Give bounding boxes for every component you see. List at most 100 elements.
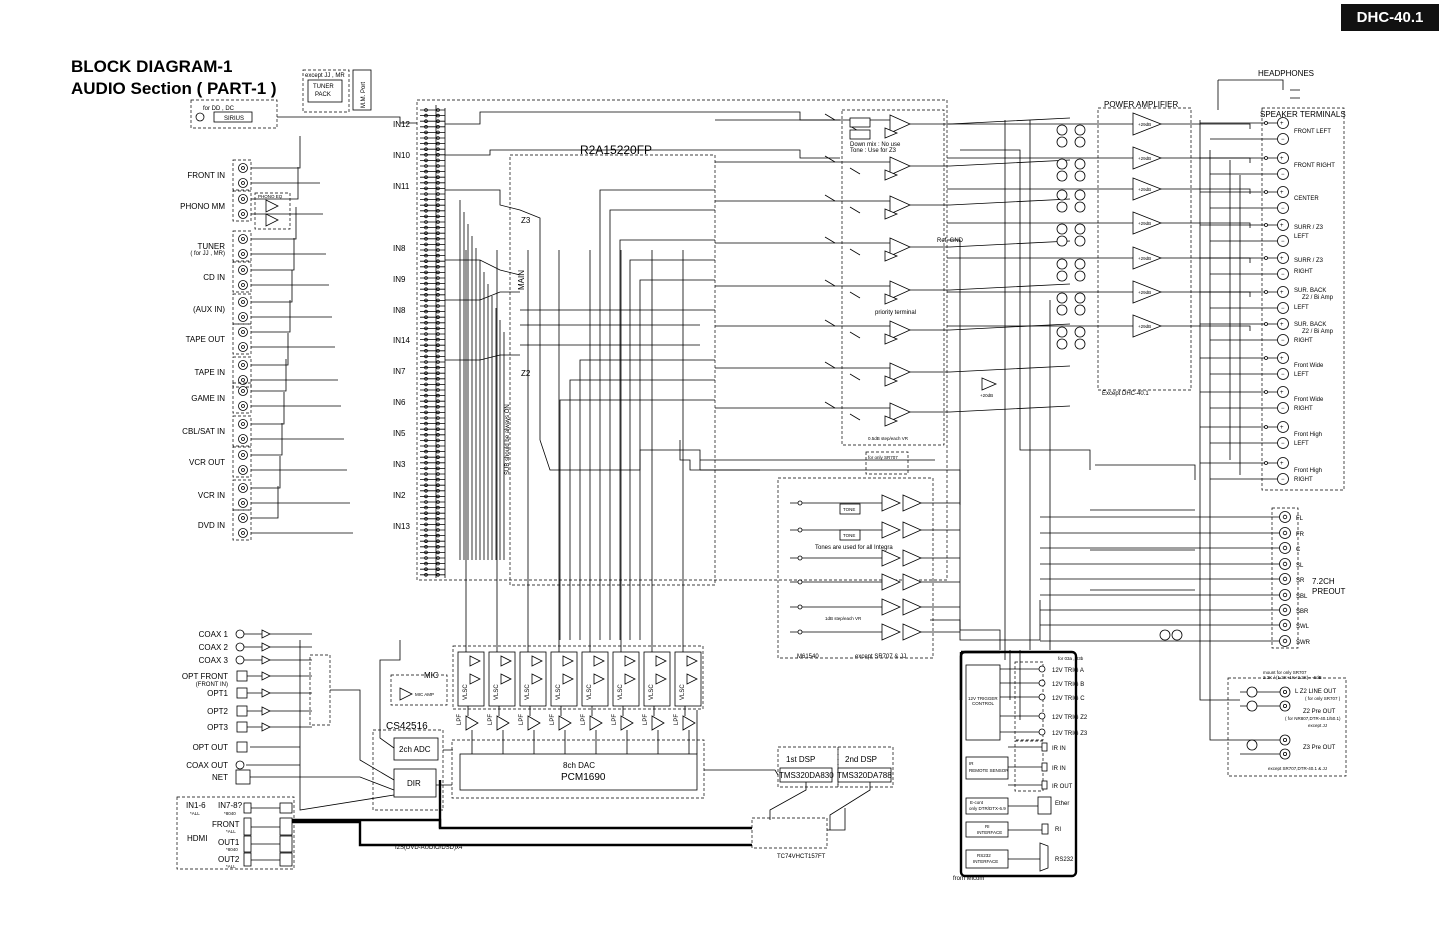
ri-label: RI (1055, 827, 1061, 833)
rca-pin (241, 437, 245, 441)
wire (769, 782, 871, 830)
preout-label: C (1296, 547, 1301, 553)
node (797, 579, 803, 585)
tuner-note: except JJ , MR (305, 73, 345, 79)
selector-in-label: IN2 (393, 491, 406, 500)
sirius-note: for DD , DC (203, 106, 235, 112)
opt-buffer (261, 688, 271, 698)
speaker-label: LEFT (1294, 441, 1309, 447)
hdmi-out2: OUT2 (218, 855, 240, 864)
trigger-jack (1038, 679, 1046, 687)
speaker-label: SURR / Z3 (1294, 258, 1324, 264)
dir-label: DIR (407, 779, 421, 788)
trigger-control-1: 12V TRIGGER (968, 696, 998, 701)
input-label: (AUX IN) (193, 305, 225, 314)
speaker-label: Z2 / Bi Amp (1302, 295, 1334, 301)
wire (558, 250, 566, 754)
zone-step-note: 1dB step/each VR (825, 616, 862, 621)
vlsc-amp (624, 655, 636, 667)
mux-label: TC74VHCT157FT (777, 854, 826, 860)
input-jack-frame (232, 509, 252, 541)
speaker-label: LEFT (1294, 234, 1309, 240)
sirius-label: SIRIUS (224, 116, 244, 122)
lpf-label: LPF (612, 714, 618, 725)
power-amp-gain: +29dB (1138, 187, 1151, 192)
pcm-label: PCM1690 (561, 772, 606, 783)
rca-pin (241, 212, 245, 216)
rca-pin (241, 300, 245, 304)
preout-label: SL (1296, 563, 1304, 569)
tone-amp (889, 402, 911, 422)
wire (251, 359, 287, 392)
hdmi-port (243, 817, 252, 836)
speaker-plus (1277, 421, 1289, 433)
zone-tone-1 (839, 503, 861, 515)
wire (379, 640, 401, 749)
zone-amps (700, 459, 961, 641)
ir-label: IR OUT (1052, 784, 1073, 790)
input-jack-frame (232, 293, 252, 325)
dsp1-label: 1st DSP (786, 755, 815, 764)
transistor (1056, 338, 1068, 350)
buffer-amp (884, 250, 899, 262)
tuner-pack-2: PACK (315, 92, 331, 98)
selector-frame (416, 99, 948, 581)
trigger-label: 12V TRIG Z3 (1052, 731, 1088, 737)
speaker-terminals-title: SPEAKER TERMINALS (1260, 110, 1346, 119)
node (1264, 121, 1268, 125)
rs232-jack (1039, 842, 1049, 872)
sirius-block (213, 111, 253, 123)
ir-sensor-1: IR (969, 761, 974, 766)
ri-if-2: INTERFACE (977, 830, 1002, 835)
zone-out-pin (1283, 738, 1288, 743)
vlsc-amp (655, 673, 667, 685)
vlsc-label: VLSC (556, 684, 562, 700)
wire (700, 459, 961, 505)
tone-frame (841, 109, 945, 446)
wire (445, 149, 840, 159)
transistor (1074, 270, 1086, 282)
hdmi-8040: *8040 (224, 811, 236, 816)
wire (824, 361, 861, 381)
speaker-label: SUR. BACK (1294, 322, 1326, 328)
preout-pin (1282, 545, 1288, 551)
speaker-minus (1277, 202, 1289, 214)
preout-label: SWR (1296, 640, 1311, 646)
selector-input-labels: IN12IN10IN11IN8IN9IN8IN14IN7IN6IN5IN3IN2… (393, 120, 410, 531)
opt-buffer (261, 722, 271, 732)
vlsc-amp (686, 655, 698, 667)
opt-label: OPT1 (207, 689, 228, 698)
transistor (1074, 304, 1086, 316)
trigger-jack (1038, 665, 1046, 673)
zone-amp (902, 521, 922, 539)
speaker-plus (1277, 152, 1289, 164)
node (1264, 390, 1268, 394)
ir-frame (1014, 740, 1044, 792)
minus-sign: − (1281, 206, 1285, 212)
input-label: DVD IN (198, 521, 225, 530)
node (1264, 190, 1268, 194)
zone-out-pin (1283, 690, 1288, 695)
lpf-label: LPF (457, 714, 463, 725)
rca-pin (241, 237, 245, 241)
lpf-amp (558, 715, 572, 731)
trigger-jack (1038, 728, 1046, 736)
wire (1090, 464, 1196, 591)
transistor (1074, 223, 1086, 235)
coax-out-label: COAX OUT (186, 761, 228, 770)
vlsc-label: VLSC (463, 684, 469, 700)
speaker-label: SUR. BACK (1294, 288, 1326, 294)
plus-sign: + (1280, 156, 1284, 162)
hdmi-out1: OUT1 (218, 838, 240, 847)
wire (1200, 122, 1277, 140)
zone-out-pin (1283, 704, 1288, 709)
transistor (1074, 258, 1086, 270)
input-jack-frame (232, 159, 252, 191)
transistor (1056, 170, 1068, 182)
wire (824, 319, 861, 339)
diagram-title: BLOCK DIAGRAM-1 (71, 57, 233, 76)
wire (277, 116, 417, 124)
